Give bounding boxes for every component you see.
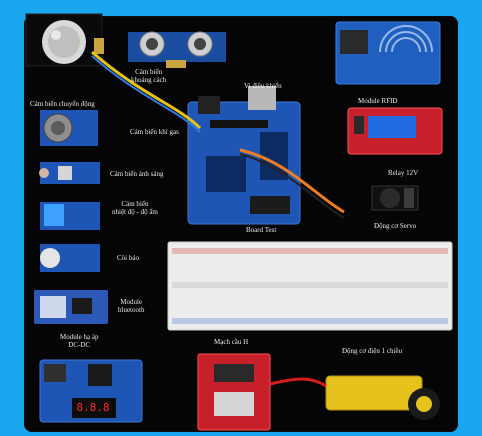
label-distance-sensor: Cảm biến khoảng cách — [131, 68, 167, 84]
label-light-sensor: Cảm biến ánh sáng — [110, 170, 164, 178]
seven-segment-display: 8.8.8 — [74, 401, 112, 415]
orange-wire — [239, 148, 345, 214]
light-sensor — [39, 162, 100, 184]
pir-motion-sensor — [25, 13, 104, 67]
label-microcontroller: Vi điều khiển — [244, 82, 282, 90]
label-dcdc: Module hạ áp DC-DC — [60, 333, 99, 349]
dc-motor — [325, 375, 440, 420]
black-wire — [239, 153, 345, 219]
label-board-test: Board Test — [246, 226, 277, 234]
label-temp-humidity: Cảm biến nhiệt độ - độ ẩm — [112, 200, 158, 216]
label-relay: Relay 12V — [388, 169, 419, 177]
motor-driver — [197, 353, 271, 431]
breadboard — [167, 241, 453, 331]
servo-motor — [371, 185, 419, 211]
label-bluetooth: Module bluetooth — [118, 298, 145, 314]
bluetooth-module — [34, 290, 108, 324]
label-buzzer: Còi báo — [117, 254, 139, 262]
buzzer-module — [40, 244, 100, 272]
ultrasonic-sensor — [128, 31, 226, 68]
red-wire — [269, 377, 327, 388]
blue-wire — [91, 55, 201, 133]
yellow-wire — [91, 50, 202, 130]
label-dc-motor: Động cơ điện 1 chiều — [342, 347, 403, 355]
label-motion-sensor: Cảm biến chuyển động — [30, 100, 95, 108]
relay-module — [347, 107, 443, 155]
arduino-board — [187, 86, 301, 225]
gas-sensor — [40, 110, 98, 146]
label-gas-sensor: Cảm biến khí gas — [130, 128, 179, 136]
label-motor-driver: Mạch cầu H — [214, 338, 249, 346]
label-rfid: Module RFID — [358, 97, 398, 105]
temperature-humidity-sensor — [40, 202, 100, 230]
label-servo: Động cơ Servo — [374, 222, 417, 230]
rfid-module — [335, 21, 441, 85]
